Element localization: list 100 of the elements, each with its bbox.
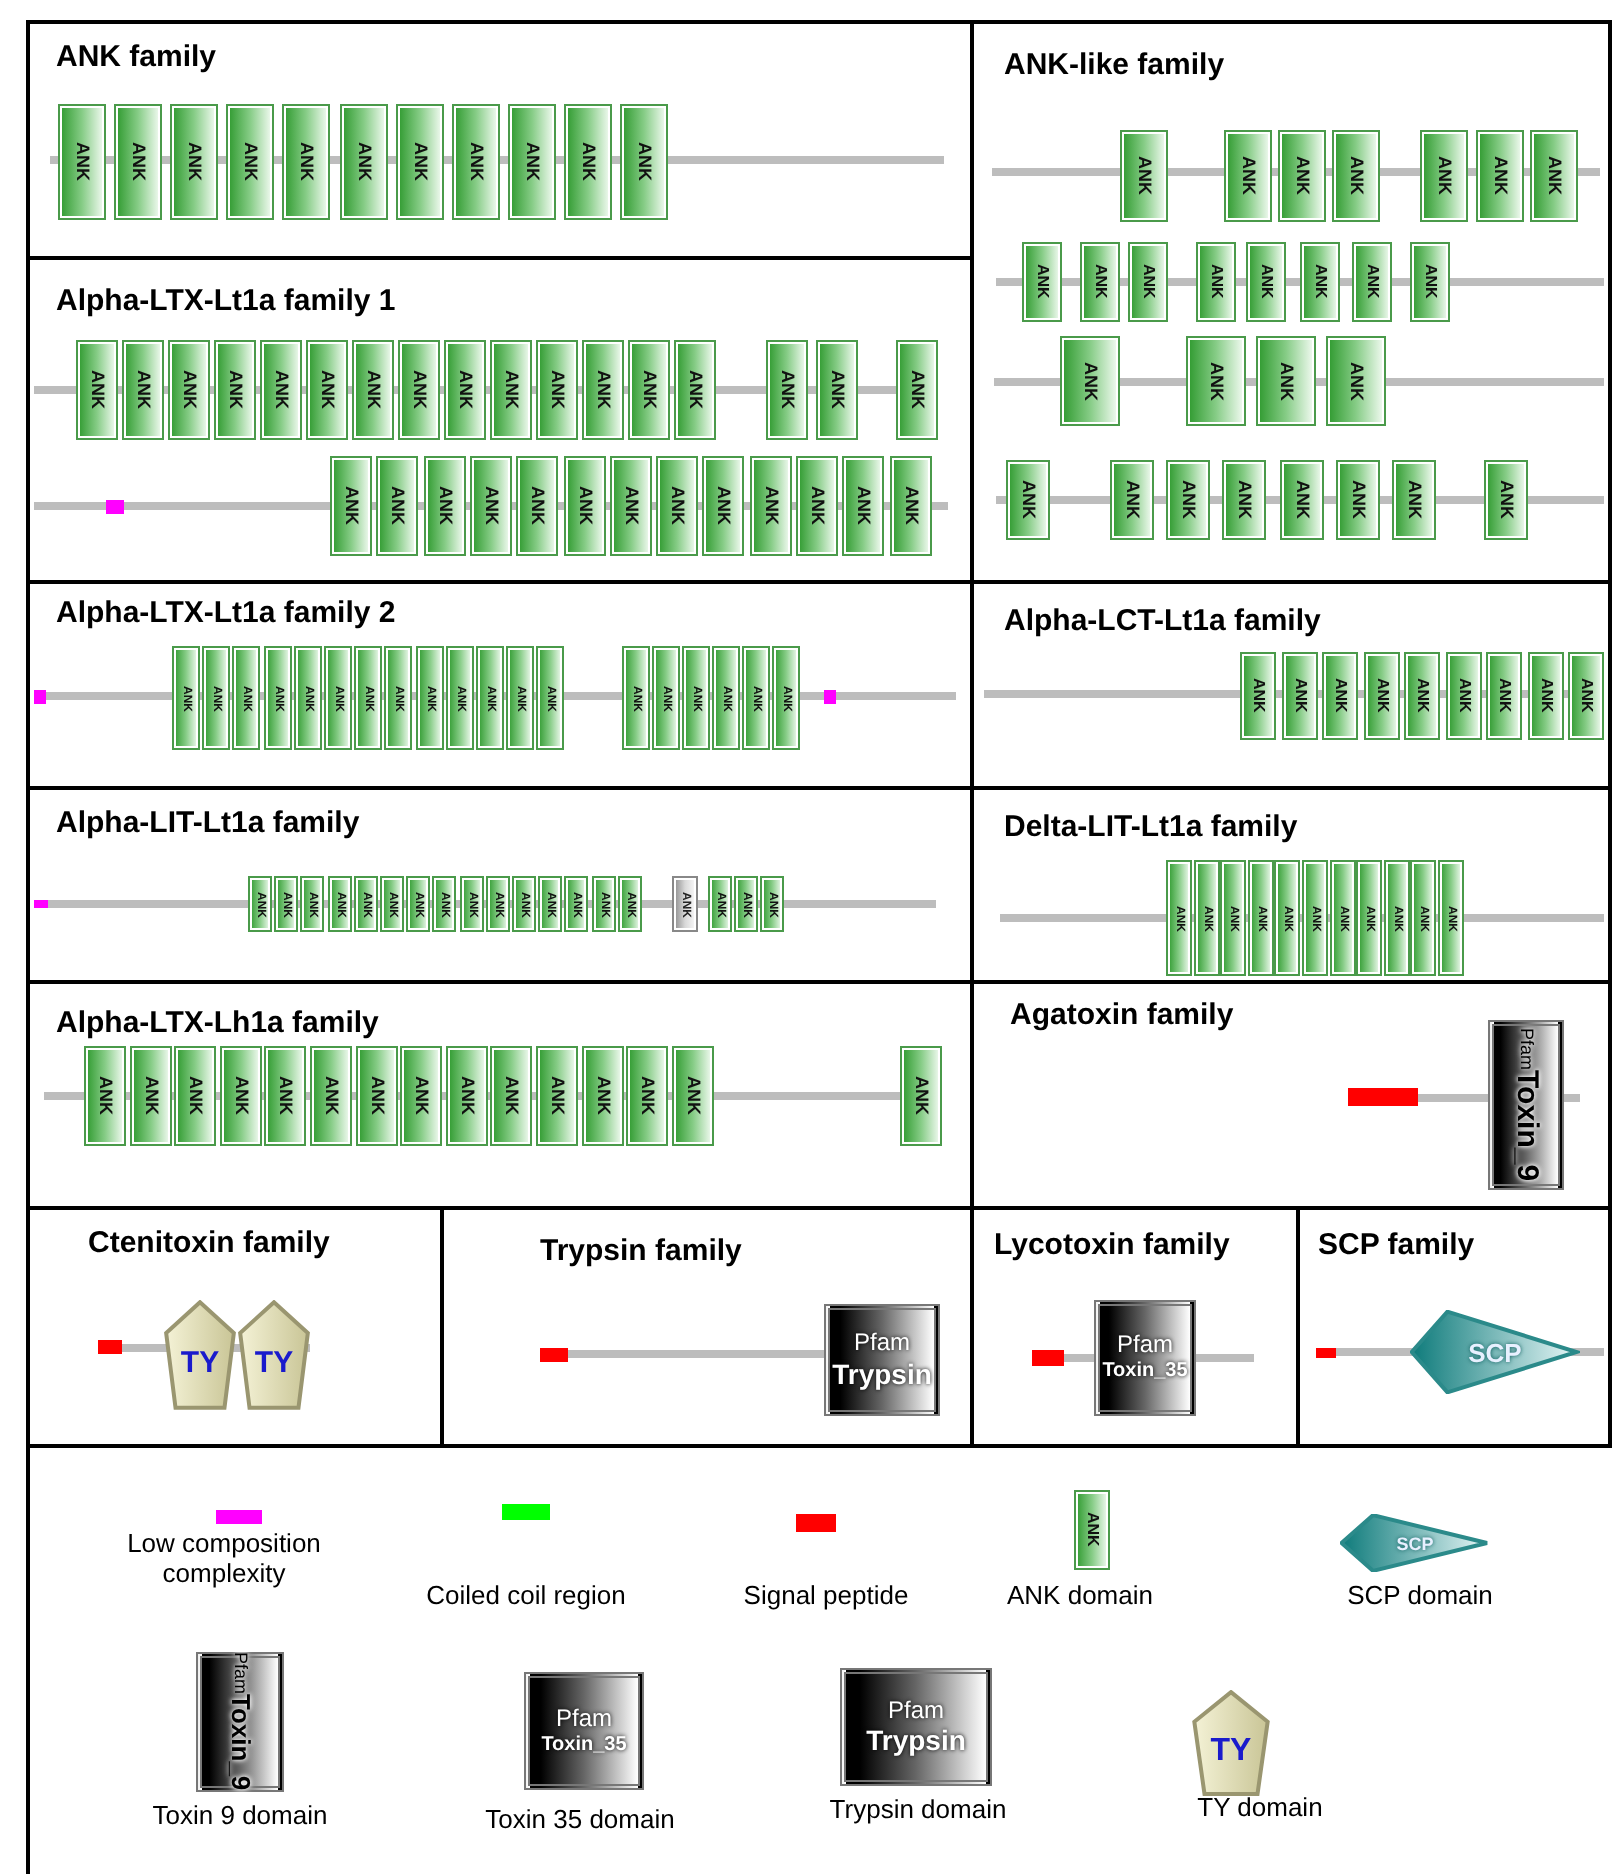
ank-domain: ANK: [1196, 242, 1236, 322]
ank-domain: ANK: [1022, 242, 1062, 322]
ank-domain: ANK: [842, 456, 884, 556]
ank-domain: ANK: [1080, 242, 1120, 322]
panel-title: Ctenitoxin family: [88, 1226, 330, 1260]
ank-domain: ANK: [1186, 336, 1246, 426]
ank-domain: ANK: [260, 340, 302, 440]
ank-domain: ANK: [352, 340, 394, 440]
ank-domain: ANK: [1224, 130, 1272, 222]
ank-domain: ANK: [674, 340, 716, 440]
ank-domain: ANK: [214, 340, 256, 440]
ank-domain: ANK: [1528, 652, 1564, 740]
ank-domain: ANK: [1280, 460, 1324, 540]
ank-domain: ANK: [490, 1046, 532, 1146]
ank-domain: ANK: [1404, 652, 1440, 740]
ty-domain: TY: [1192, 1690, 1270, 1796]
panel-title: Lycotoxin family: [994, 1228, 1230, 1262]
panel-title: ANK family: [56, 40, 217, 74]
ank-domain: ANK: [516, 456, 558, 556]
ank-domain: ANK: [626, 1046, 668, 1146]
legend-label: Toxin 9 domain: [150, 1800, 330, 1830]
database-label: Pfam: [887, 1697, 944, 1725]
ank-domain: ANK: [750, 456, 792, 556]
ank-domain: ANK: [1060, 336, 1120, 426]
panel-title: Delta-LIT-Lt1a family: [1004, 810, 1298, 844]
ank-domain: ANK: [470, 456, 512, 556]
ank-domain: ANK: [1410, 242, 1450, 322]
ank-domain: ANK: [282, 104, 330, 220]
pfam-domain-box: [524, 1672, 644, 1790]
ank-domain: ANK: [452, 104, 500, 220]
ank-domain: ANK: [114, 104, 162, 220]
ank-domain: ANK: [656, 456, 698, 556]
ank-domain: ANK: [1222, 460, 1266, 540]
database-label: Pfam: [853, 1330, 910, 1358]
ank-domain: ANK: [376, 456, 418, 556]
ank-domain: ANK: [536, 340, 578, 440]
ank-domain: ANK: [130, 1046, 172, 1146]
ank-domain: ANK: [220, 1046, 262, 1146]
ank-domain: ANK: [446, 1046, 488, 1146]
ank-domain: ANK: [1240, 652, 1276, 740]
ank-domain: ANK: [1364, 652, 1400, 740]
ank-domain: ANK: [1120, 130, 1168, 222]
ank-domain: ANK: [536, 1046, 578, 1146]
ank-domain: ANK: [1336, 460, 1380, 540]
ank-domain: ANK: [58, 104, 106, 220]
legend-label: TY domain: [1195, 1792, 1325, 1822]
ank-domain: ANK: [1166, 460, 1210, 540]
ank-domain: ANK: [1420, 130, 1468, 222]
ank-domain: ANK: [1246, 242, 1286, 322]
ank-domain: ANK: [340, 104, 388, 220]
ank-domain: ANK: [896, 340, 938, 440]
ank-domain: ANK: [1326, 336, 1386, 426]
ank-domain: ANK: [306, 340, 348, 440]
ty-domain: TY: [164, 1300, 236, 1410]
ank-domain: ANK: [1074, 1490, 1110, 1570]
panel-title: Alpha-LTX-Lt1a family 1: [56, 284, 396, 318]
ank-domain: ANK: [1530, 130, 1578, 222]
family-panel: [970, 20, 1612, 584]
pfam-domain-box: [196, 1652, 284, 1792]
scp-domain: SCP: [1410, 1310, 1580, 1394]
pfam-domain-box: [1094, 1300, 1196, 1416]
ty-domain: TY: [238, 1300, 310, 1410]
ank-domain: ANK: [84, 1046, 126, 1146]
ank-domain: ANK: [398, 340, 440, 440]
ank-domain: ANK: [1322, 652, 1358, 740]
ank-domain: ANK: [1006, 460, 1050, 540]
legend-label: ANK domain: [1005, 1580, 1155, 1610]
panel-title: Alpha-LCT-Lt1a family: [1004, 604, 1321, 638]
ank-domain: ANK: [620, 104, 668, 220]
pfam-domain-box: [1488, 1020, 1564, 1190]
ank-domain: ANK: [1484, 460, 1528, 540]
panel-title: ANK-like family: [1004, 48, 1225, 82]
ank-domain: ANK: [1392, 460, 1436, 540]
panel-title: Trypsin family: [540, 1234, 742, 1268]
ank-domain: ANK: [796, 456, 838, 556]
ank-domain: ANK: [816, 340, 858, 440]
panel-title: Alpha-LIT-Lt1a family: [56, 806, 360, 840]
panel-title: Agatoxin family: [1010, 998, 1234, 1032]
ank-domain: ANK: [1278, 130, 1326, 222]
ank-domain: ANK: [356, 1046, 398, 1146]
ank-domain: ANK: [582, 340, 624, 440]
ank-domain: ANK: [226, 104, 274, 220]
ank-domain: ANK: [564, 456, 606, 556]
ank-domain: ANK: [508, 104, 556, 220]
ank-domain: ANK: [264, 1046, 306, 1146]
ank-domain: ANK: [174, 1046, 216, 1146]
ank-domain: ANK: [1446, 652, 1482, 740]
ank-domain: ANK: [672, 1046, 714, 1146]
legend-label: SCP domain: [1345, 1580, 1495, 1610]
panel-title: Alpha-LTX-Lh1a family: [56, 1006, 379, 1040]
domain-label: Toxin_9: [1510, 1070, 1542, 1182]
scp-domain: SCP: [1340, 1514, 1490, 1572]
legend-label: Toxin 35 domain: [483, 1804, 677, 1834]
ank-domain: ANK: [766, 340, 808, 440]
ank-domain: ANK: [396, 104, 444, 220]
ank-domain: ANK: [1568, 652, 1604, 740]
ank-domain: ANK: [490, 340, 532, 440]
ank-domain: ANK: [168, 340, 210, 440]
ank-domain: ANK: [424, 456, 466, 556]
database-label: Pfam: [1517, 1028, 1536, 1071]
